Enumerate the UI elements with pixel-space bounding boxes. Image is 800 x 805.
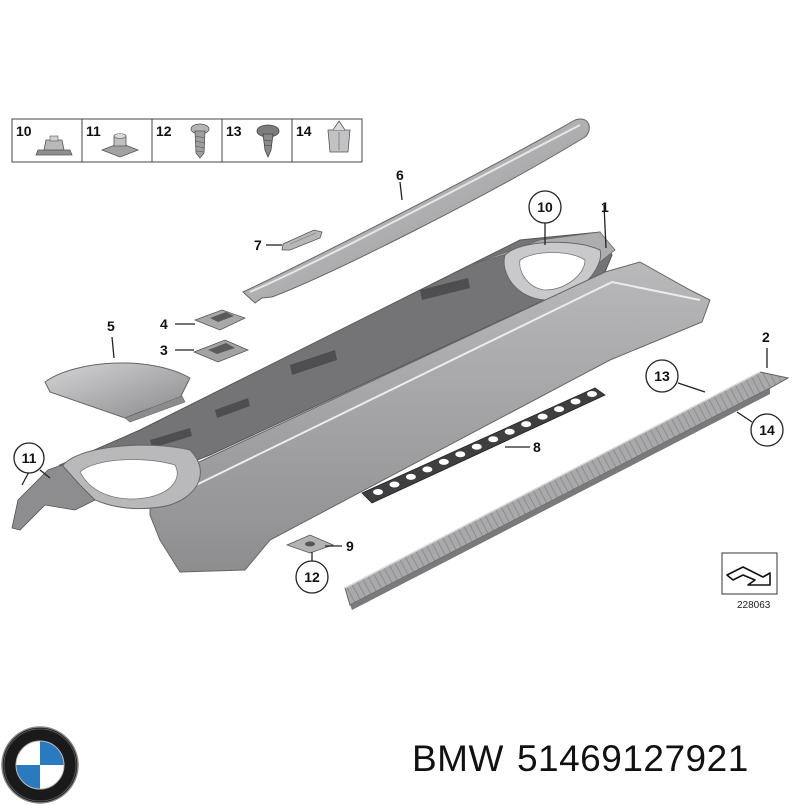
callout-4: 4 <box>160 316 168 332</box>
perforation-hole <box>504 428 515 435</box>
callout-8: 8 <box>533 439 541 455</box>
part-6-strip <box>242 118 590 304</box>
callout-12: 12 <box>304 569 320 585</box>
callout-14: 14 <box>759 422 775 438</box>
perforation-hole <box>537 413 548 420</box>
part-1-parcel-shelf <box>11 204 711 573</box>
part-7-clip <box>266 229 323 251</box>
perforation-hole <box>488 436 499 443</box>
part-4-bracket <box>175 309 247 331</box>
footer: BMW 51469127921 <box>0 705 800 804</box>
perforation-hole <box>554 406 565 413</box>
legend-number-12: 12 <box>156 123 172 139</box>
callout-circle-14 <box>750 413 784 447</box>
callout-13: 13 <box>654 368 670 384</box>
perforation-hole <box>471 443 482 450</box>
legend-number-14: 14 <box>296 123 312 139</box>
perforation-hole <box>521 421 532 428</box>
perforation-hole <box>587 391 597 397</box>
callout-9: 9 <box>346 538 354 554</box>
orientation-icon <box>721 552 778 595</box>
legend-number-11: 11 <box>86 123 101 139</box>
perforation-hole <box>455 451 466 458</box>
brand-name: BMW <box>412 738 504 779</box>
callout-11: 11 <box>22 450 37 466</box>
square-nut-icon <box>100 133 140 158</box>
diagram-number: 228063 <box>737 600 771 611</box>
part-2-ribbed-strip <box>344 348 790 610</box>
bmw-logo-icon <box>1 726 79 804</box>
part-number: 51469127921 <box>516 738 749 779</box>
callout-circle-13 <box>645 359 679 393</box>
callout-circle-10 <box>528 190 562 224</box>
callout-7: 7 <box>254 237 262 253</box>
perforation-hole <box>389 481 400 488</box>
callout-1: 1 <box>601 199 609 215</box>
perforation-hole <box>405 473 416 480</box>
callout-10: 10 <box>537 199 553 215</box>
fastener-legend: 10 11 12 13 14 <box>11 118 363 163</box>
callout-3: 3 <box>160 342 168 358</box>
callout-5: 5 <box>107 318 115 334</box>
callout-circle-12 <box>295 560 329 594</box>
part-9-clip <box>285 534 342 565</box>
perforation-hole <box>570 398 581 405</box>
legend-number-13: 13 <box>226 123 242 139</box>
part-3-bracket <box>175 339 250 363</box>
callout-2: 2 <box>762 329 770 345</box>
perforation-hole <box>438 458 449 465</box>
expanding-clip-icon <box>327 120 351 153</box>
perforation-hole <box>373 489 383 495</box>
part-5-cover <box>44 336 191 423</box>
part-8-perforated-strip <box>361 387 606 504</box>
screw-icon <box>190 123 210 159</box>
part-title: BMW 51469127921 <box>412 738 749 780</box>
legend-number-10: 10 <box>16 123 32 139</box>
rivet-icon <box>256 124 280 159</box>
clip-nut-icon <box>35 135 73 156</box>
callout-circle-11 <box>13 442 45 474</box>
perforation-hole <box>422 466 433 473</box>
callout-6: 6 <box>396 167 404 183</box>
